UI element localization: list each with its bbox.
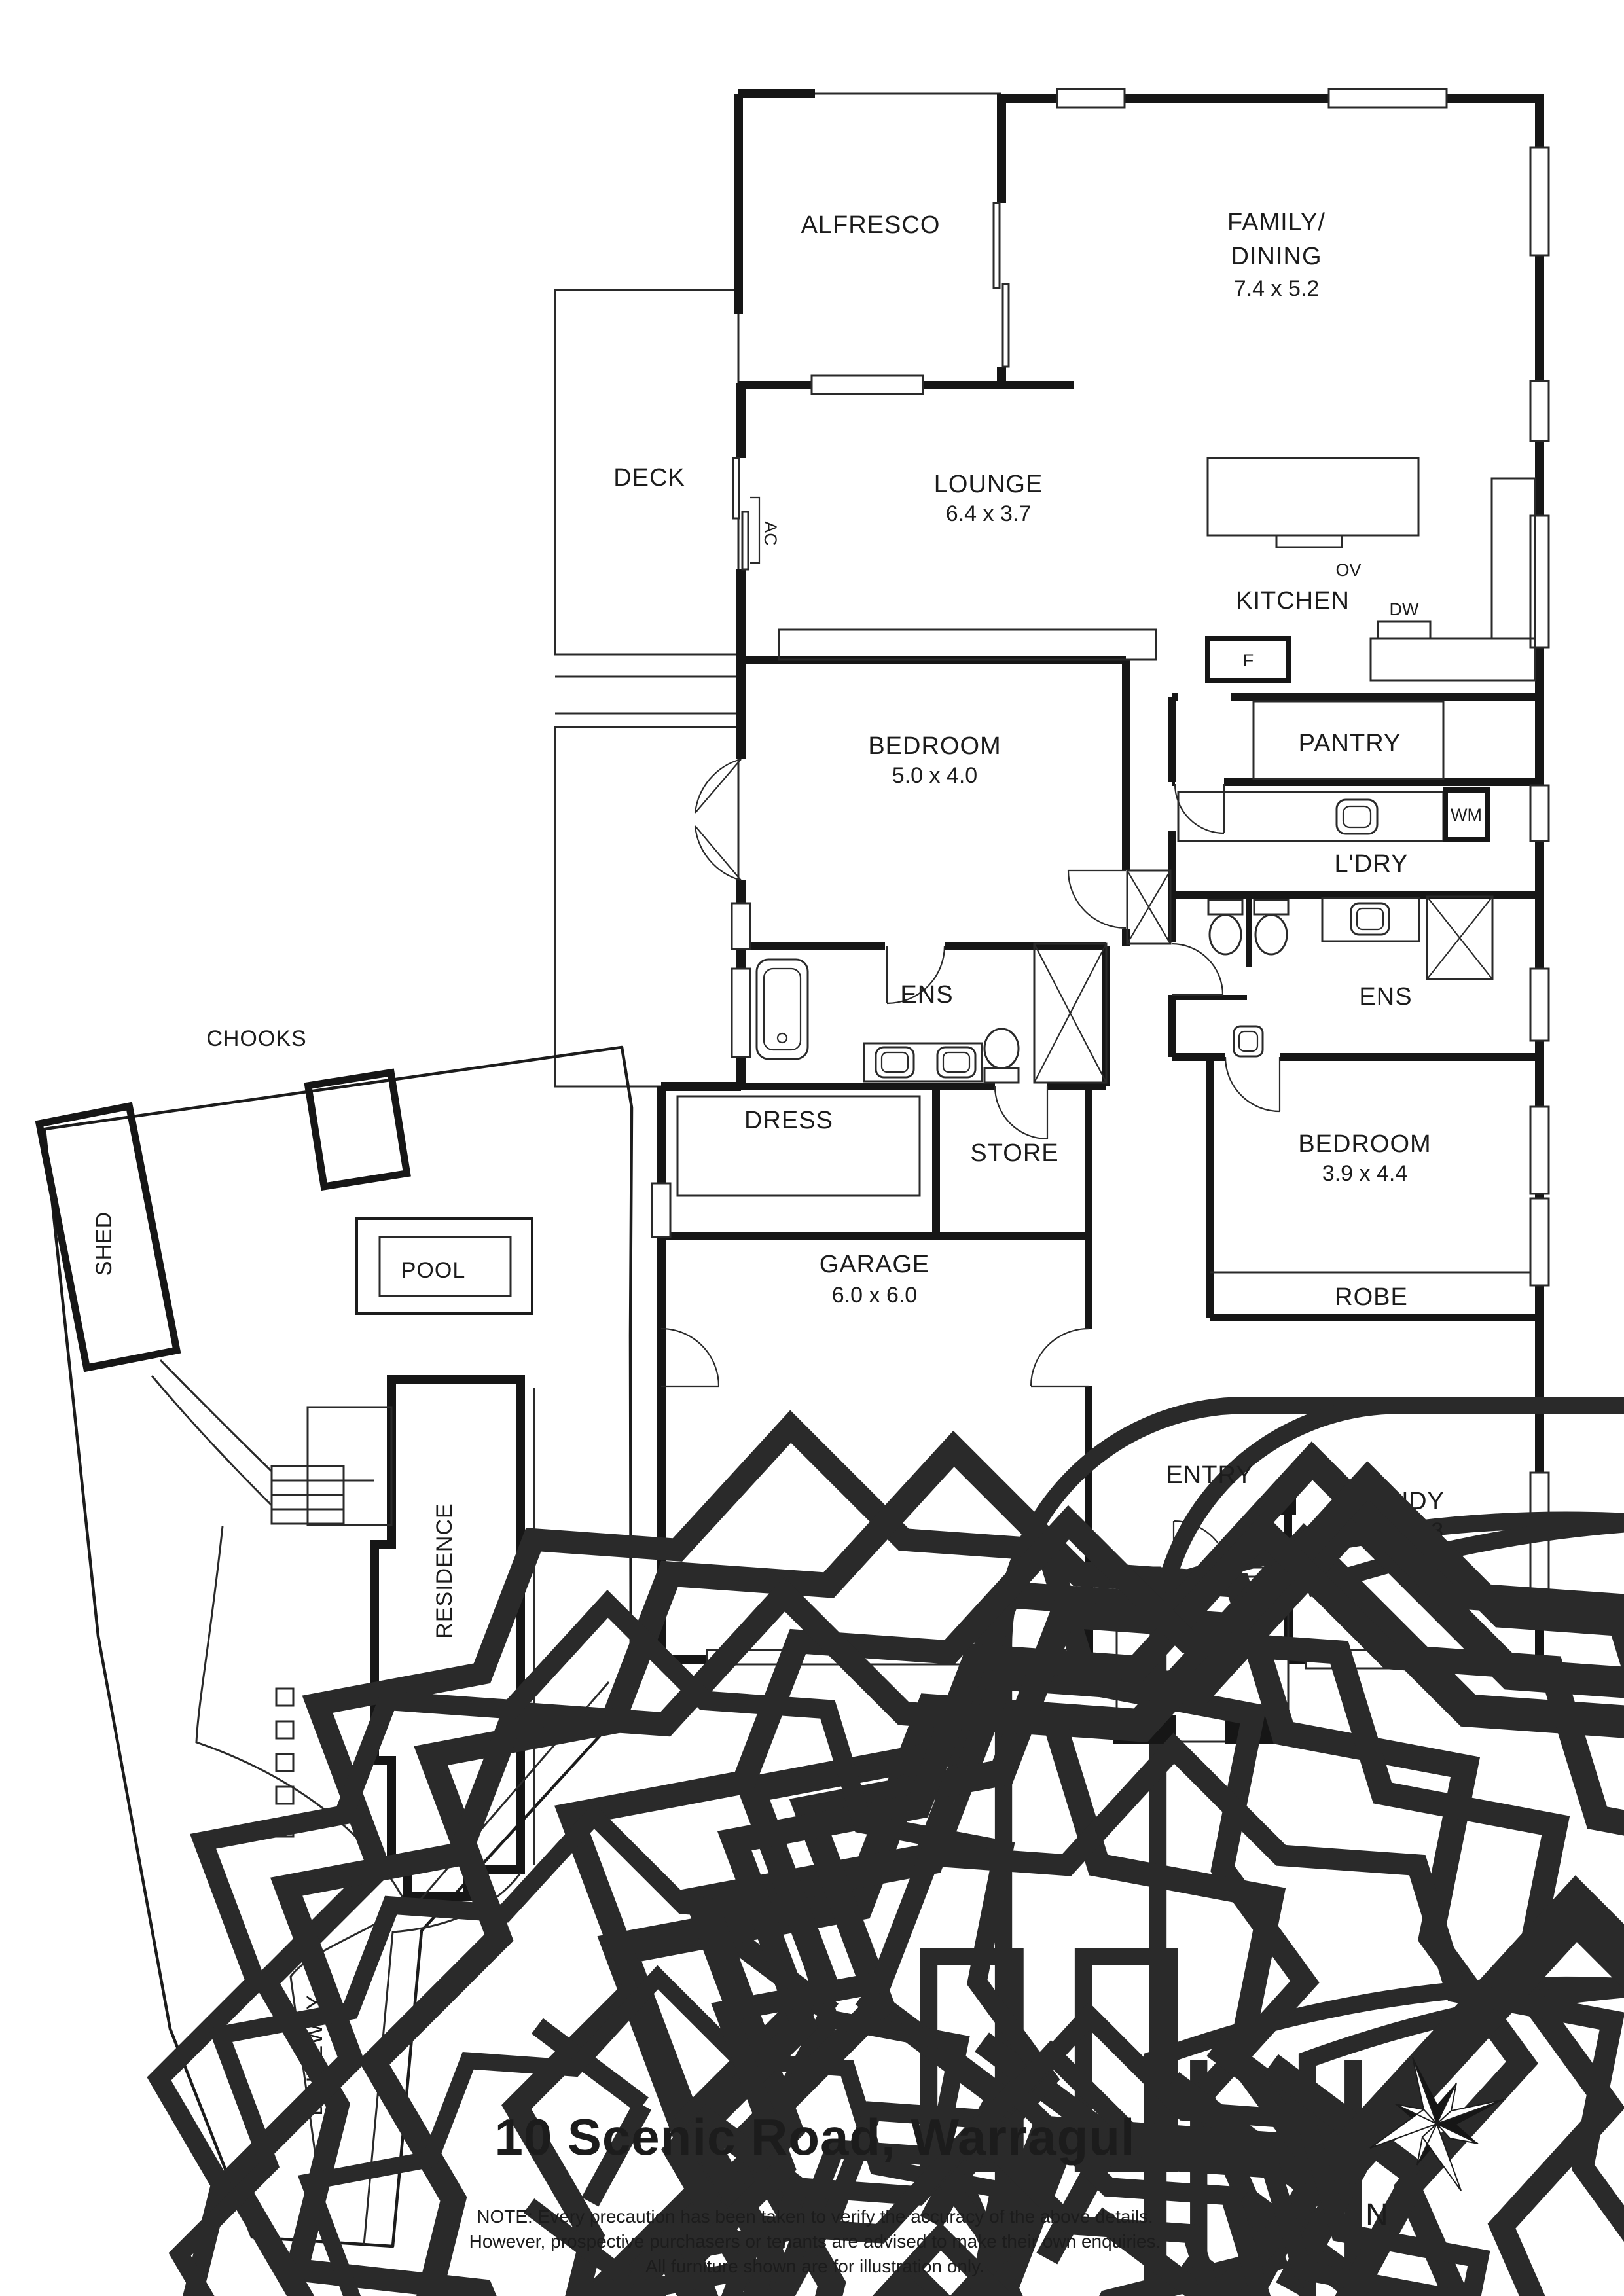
family-label-1: FAMILY/ [1227,209,1326,236]
note-line-3: All furniture shown are for illustration… [645,2256,984,2276]
residence-label: RESIDENCE [432,1503,457,1638]
bedroom2-dims: 3.9 x 4.4 [1322,1161,1407,1186]
lounge-label: LOUNGE [934,471,1043,498]
vanity [1321,897,1420,942]
oven-icon [1275,534,1343,548]
property-boundary [43,1045,634,2248]
compass-north-label: N [1365,2198,1388,2233]
kitchen-label: KITCHEN [1236,587,1350,615]
vanity [863,1042,983,1083]
fridge-icon [1205,636,1291,683]
deck-outline [554,289,740,1088]
family-label-2: DINING [1231,243,1322,270]
entry-label: ENTRY [1166,1462,1253,1489]
linen-cupboard [1126,869,1172,945]
sink-icon [1350,902,1390,936]
pool: POOL [355,1217,533,1315]
ens1-fixtures [755,942,1108,1084]
shed-label: SHED [92,1211,117,1276]
ac-label: AC [761,521,780,546]
oven-label: OV [1335,560,1361,580]
store-label: STORE [970,1139,1058,1167]
deck-label: DECK [613,464,685,492]
dress-label: DRESS [744,1107,833,1134]
dress-robe-outline [676,1095,921,1197]
note-line-2: However, prospective purchasers or tenan… [469,2231,1161,2251]
ens2-fixtures [1207,895,1494,1058]
alfresco-outline [734,89,1010,395]
dishwasher-icon [1377,620,1432,640]
laundry-bench [1177,791,1445,842]
island-bench [1206,457,1420,537]
robe-label: ROBE [1335,1283,1408,1311]
pool-label: POOL [401,1258,465,1283]
chook-pen [304,1068,411,1191]
ac-unit-icon [750,496,761,564]
laundry-sink-icon [1335,798,1379,835]
laundry-label: L'DRY [1335,850,1409,878]
interior-walls [661,381,1540,1659]
shower-icon [1426,895,1494,980]
windows [651,88,1550,1670]
lounge-dims: 6.4 x 3.7 [946,501,1031,526]
bedroom2-label: BEDROOM [1298,1130,1431,1158]
compass-rose-icon: N [1365,2056,1504,2233]
kitchen-counter [1369,637,1536,682]
laundry-fixtures [1177,787,1490,842]
garage-label: GARAGE [820,1251,930,1278]
washing-machine-label: WM [1451,805,1482,825]
bath-icon [755,958,809,1060]
dishwasher-label: DW [1390,600,1419,619]
sink-icon [1233,1025,1264,1058]
bedroom1-dims: 5.0 x 4.0 [892,763,977,788]
note-line-1: NOTE: Every precaution has been taken to… [477,2206,1153,2227]
washing-machine-icon [1443,787,1490,842]
kitchen-fixtures [1205,457,1536,780]
bedroom1-label: BEDROOM [868,732,1001,760]
fridge-label: F [1243,651,1254,670]
ens2-label: ENS [1359,983,1412,1011]
sink-icon [936,1046,977,1079]
toilet-icon [1253,899,1290,916]
pantry-label: PANTRY [1299,730,1401,757]
lounge-cabinet [778,628,1157,661]
shower-icon [1033,942,1108,1084]
alfresco-label: ALFRESCO [801,211,941,239]
address-title: 10 Scenic Road, Warragul [494,2108,1135,2166]
chooks-label: CHOOKS [206,1026,306,1051]
ens1-label: ENS [900,981,953,1009]
shed: SHED [35,1102,181,1372]
garage-dims: 6.0 x 6.0 [832,1283,917,1308]
pantry-shelves [1252,700,1445,780]
family-dims: 7.4 x 5.2 [1234,276,1319,301]
toilet-icon [983,1028,1020,1069]
site-plan: SHED POOL RESIDENCE [35,1026,1624,2296]
sink-icon [875,1046,915,1079]
toilet-icon [1207,899,1244,916]
